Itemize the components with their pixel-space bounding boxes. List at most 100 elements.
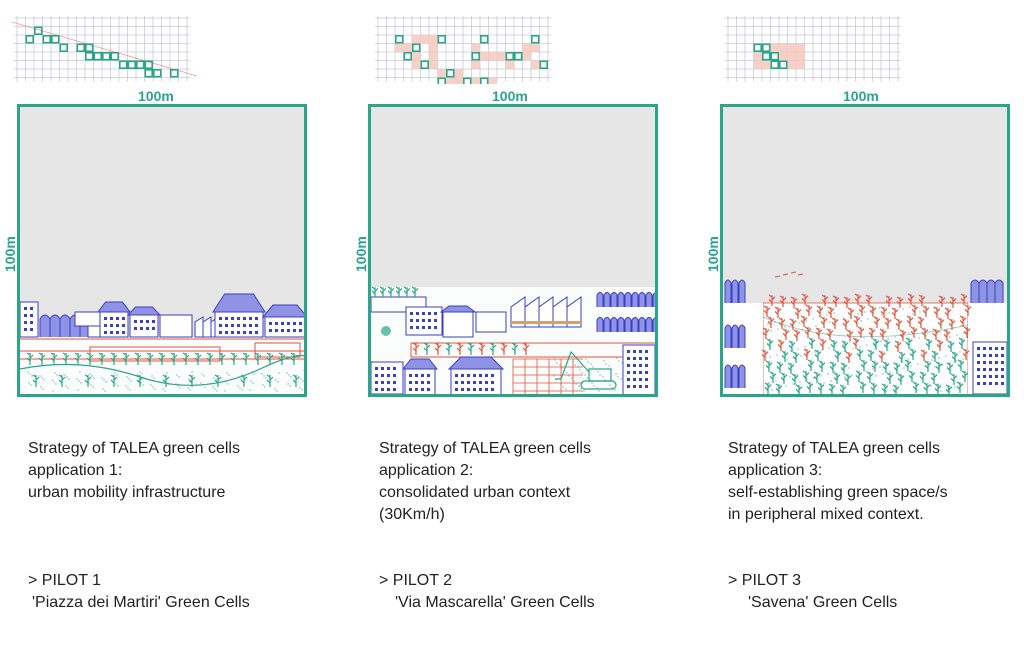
window xyxy=(24,328,27,331)
ground-dot xyxy=(792,383,794,385)
ground-dot xyxy=(116,374,118,376)
plant-icon xyxy=(842,318,850,330)
plant-icon xyxy=(932,328,940,340)
plant-icon xyxy=(821,294,829,306)
plant-icon xyxy=(885,295,893,307)
plant-stem xyxy=(802,370,810,382)
plant-stem xyxy=(62,352,70,365)
window xyxy=(639,378,642,381)
ground-dot xyxy=(150,384,152,386)
pink-cell xyxy=(531,60,540,69)
ground-dot xyxy=(103,379,105,381)
window xyxy=(416,312,419,315)
ground-dot xyxy=(141,373,143,375)
plant-icon xyxy=(379,286,387,297)
plant-stem xyxy=(924,360,932,372)
bird-mark xyxy=(797,273,804,276)
plant-icon xyxy=(853,315,861,327)
pink-cell xyxy=(471,77,480,84)
ground-dot xyxy=(590,363,592,365)
window xyxy=(381,381,384,384)
window xyxy=(30,328,33,331)
plant-icon xyxy=(767,316,775,328)
ground-dot xyxy=(586,377,588,379)
ground-dot xyxy=(836,319,838,321)
ground-dot xyxy=(949,336,951,338)
ground-dot xyxy=(228,374,230,376)
ground-dot xyxy=(585,358,587,360)
plant-icon xyxy=(162,374,170,387)
window xyxy=(275,329,278,332)
pink-cell xyxy=(480,52,489,61)
plant-icon xyxy=(949,296,957,308)
plant-icon xyxy=(805,304,813,316)
ground-dot xyxy=(609,384,611,386)
window xyxy=(140,320,143,323)
sawtooth-roof xyxy=(538,296,554,328)
window xyxy=(455,374,458,377)
building-roof xyxy=(401,358,439,370)
plant-icon xyxy=(922,305,930,317)
green-cell xyxy=(119,60,128,69)
shed-roof xyxy=(39,314,51,337)
plant-stem xyxy=(951,351,959,363)
factory-beam xyxy=(511,321,581,324)
plant-stem xyxy=(763,305,771,317)
plant-icon xyxy=(857,326,865,338)
plant-icon xyxy=(411,286,419,297)
ground-dot xyxy=(298,376,300,378)
plant-stem xyxy=(841,340,849,352)
ground-dot xyxy=(939,331,941,333)
plant-icon xyxy=(878,350,886,362)
ground-dot xyxy=(581,372,583,374)
plant-icon xyxy=(828,383,836,394)
ground-dot xyxy=(31,375,33,377)
plant-icon xyxy=(925,338,933,350)
plant-stem xyxy=(896,296,904,308)
pink-cell xyxy=(412,35,421,44)
ground-dot xyxy=(922,328,924,330)
plant-stem xyxy=(931,350,939,362)
pilot-name: 'Piazza dei Martiri' Green Cells xyxy=(32,594,250,611)
pink-cell xyxy=(762,60,771,69)
plant-icon xyxy=(122,352,130,365)
plant-stem xyxy=(873,316,881,328)
pink-cell xyxy=(471,60,480,69)
plant-stem xyxy=(781,350,789,362)
ground-dot xyxy=(76,378,78,380)
ground-dot xyxy=(93,377,95,379)
strategy-description-line: in peripheral mixed context. xyxy=(728,506,924,523)
plant-icon xyxy=(961,370,969,382)
plant-stem xyxy=(38,352,46,365)
plant-stem xyxy=(813,371,821,383)
plant-stem xyxy=(162,374,170,387)
ground-dot xyxy=(872,368,874,370)
plant-stem xyxy=(912,381,920,393)
plant-stem xyxy=(803,348,811,360)
strategy-title: Strategy of TALEA green cells xyxy=(28,440,240,457)
ground-dot xyxy=(151,375,153,377)
plant-stem xyxy=(779,295,787,307)
plant-icon xyxy=(871,360,879,372)
plant-icon xyxy=(856,348,864,360)
plant-icon xyxy=(188,374,196,387)
window xyxy=(633,357,636,360)
ground-dot xyxy=(895,310,897,312)
plant-stem xyxy=(800,315,808,327)
ground-dot xyxy=(811,344,813,346)
ground-dot xyxy=(910,365,912,367)
plant-stem xyxy=(769,371,777,383)
plant-icon xyxy=(511,342,519,355)
ground-dot xyxy=(105,381,107,383)
pilot-number: > PILOT 1 xyxy=(28,572,102,589)
plant-icon xyxy=(866,371,874,383)
green-path xyxy=(20,354,304,386)
plant-stem xyxy=(938,295,946,307)
plant-icon xyxy=(933,306,941,318)
ground-dot xyxy=(68,378,70,380)
plant-icon xyxy=(788,340,796,352)
ground-dot xyxy=(212,386,214,388)
strategy-description-line: (30Km/h) xyxy=(379,506,445,523)
green-cell xyxy=(42,34,51,44)
shed-roof xyxy=(631,292,639,307)
